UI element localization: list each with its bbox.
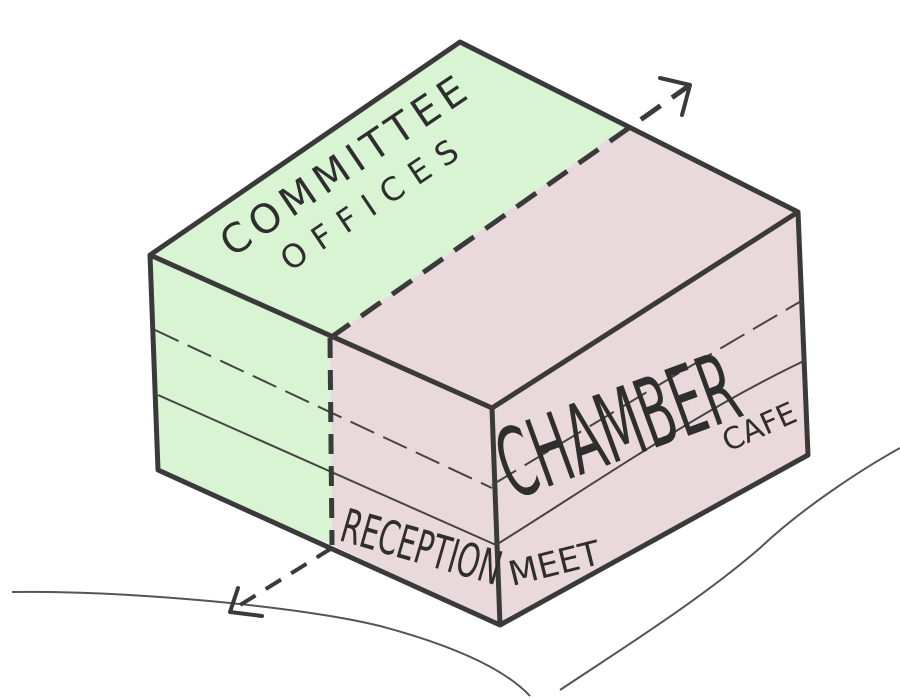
axis-dashed-facade — [327, 337, 335, 546]
axis-dashed-ground — [230, 546, 334, 612]
box-front-edge — [148, 209, 800, 626]
right-face-chamber — [492, 212, 808, 625]
axis-arrow-bottom — [228, 586, 264, 618]
left-face-committee — [150, 255, 332, 545]
box-outline — [147, 39, 811, 628]
site-boundary-line-right — [559, 447, 900, 691]
axis-arrow-top — [658, 76, 692, 117]
floor-line-upper-right — [491, 299, 804, 486]
roof-committee-zone — [150, 42, 625, 338]
roof-chamber-zone — [330, 127, 798, 408]
left-face-chamber — [330, 338, 500, 625]
floor-line-lower-right — [495, 359, 807, 546]
floor-line-lower-left — [157, 394, 497, 546]
site-boundary-line — [11, 590, 531, 697]
floor-line-upper-left — [154, 329, 493, 489]
